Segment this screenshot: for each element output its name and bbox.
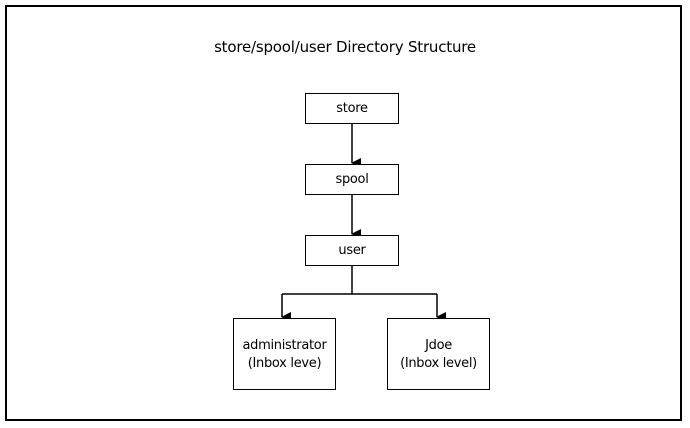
diagram-frame <box>5 5 682 421</box>
node-jdoe: Jdoe (Inbox level) <box>387 318 490 390</box>
node-administrator-line1: administrator <box>242 338 327 353</box>
node-user: user <box>305 235 399 266</box>
node-store: store <box>305 93 399 124</box>
node-jdoe-line2: (Inbox level) <box>400 356 477 371</box>
diagram-title: store/spool/user Directory Structure <box>214 38 476 56</box>
node-spool: spool <box>305 164 399 195</box>
node-administrator-line2: (Inbox leve) <box>247 356 322 371</box>
node-spool-label: spool <box>335 172 369 187</box>
node-administrator: administrator (Inbox leve) <box>233 318 336 390</box>
node-user-label: user <box>338 243 366 258</box>
node-store-label: store <box>336 101 368 116</box>
node-jdoe-line1: Jdoe <box>425 338 452 353</box>
